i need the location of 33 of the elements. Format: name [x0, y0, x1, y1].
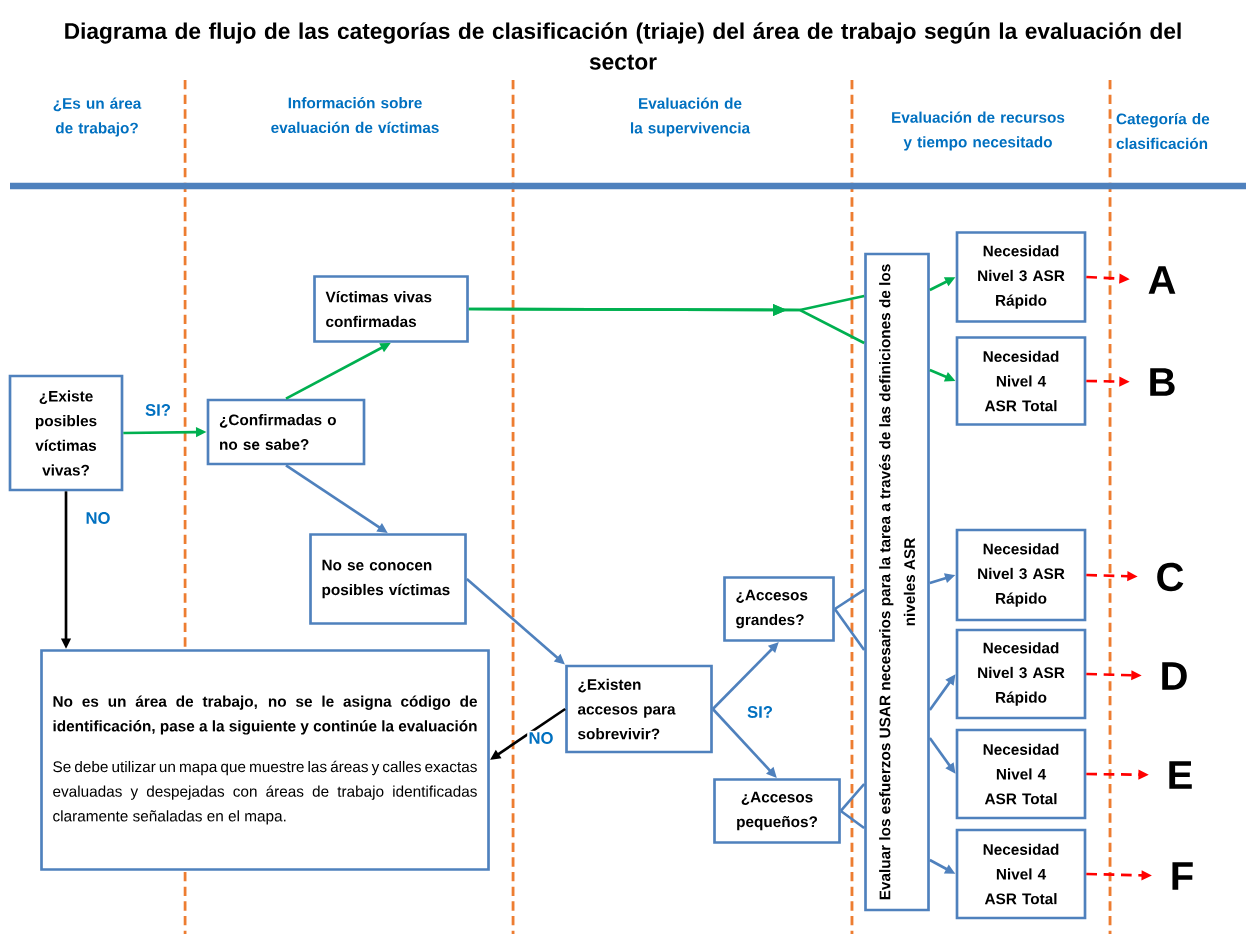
edge-label: SI? [745, 704, 775, 720]
column-header: Información sobre evaluación de víctimas [271, 96, 439, 133]
column-header: Evaluación de la supervivencia [631, 97, 751, 137]
category-letter: C [1157, 562, 1184, 592]
edge-label: NO [84, 510, 112, 526]
title: Diagrama de flujo de las categorías de clasificación (triaje) del área de trabajo según la evaluación del sector [65, 22, 1181, 70]
process-box: Necesidad Nivel 4 ASR Total [955, 828, 1087, 920]
edge-label: NO [527, 730, 555, 746]
process-box: Necesidad Nivel 4 ASR Total [955, 336, 1087, 426]
category-letter: F [1172, 862, 1193, 890]
process-box: ¿Accesos grandes? [723, 576, 835, 642]
process-box: Necesidad Nivel 4 ASR Total [955, 728, 1087, 820]
process-box: ¿Existe posibles víctimas vivas? [8, 374, 124, 492]
category-letter: D [1162, 662, 1187, 690]
arrow [711, 708, 777, 778]
process-box: ¿Confirmadas o no se sabe? [206, 398, 366, 466]
process-box: ¿Existen accesos para sobrevivir? [565, 664, 713, 754]
process-box: Necesidad Nivel 3 ASR Rápido [955, 231, 1087, 323]
category-letter: B [1150, 368, 1175, 396]
edge-label: SI? [143, 402, 173, 418]
arrow [468, 304, 865, 345]
column-header: Categoría de clasificación [1116, 112, 1210, 149]
process-box: Necesidad Nivel 3 ASR Rápido [955, 528, 1087, 622]
category-letter: E [1169, 761, 1192, 789]
process-box: Necesidad Nivel 3 ASR Rápido [955, 628, 1087, 720]
process-box: ¿Accesos pequeños? [713, 778, 841, 844]
column-header: Evaluación de recursos y tiempo necesitado [892, 111, 1065, 151]
process-box: No es un área de trabajo, no se le asigna código de identificación, pase a la siguiente y continúe la evaluación Se debe utilizar un mapa que muestre las áreas y calles exactas evaluadas y despejadas con áreas de trabajo identificadas claramente señaladas en el mapa. [40, 649, 490, 871]
process-box: Víctimas vivas confirmadas [313, 275, 469, 343]
column-header: ¿Es un área de trabajo? [53, 97, 142, 137]
category-letter: A [1148, 266, 1176, 294]
process-box: No se conocen posibles víctimas [309, 533, 467, 625]
vertical-process-box: Evaluar los esfuerzos USAR necesarios para la tarea a través de las definiciones de los niveles ASR [864, 252, 930, 912]
